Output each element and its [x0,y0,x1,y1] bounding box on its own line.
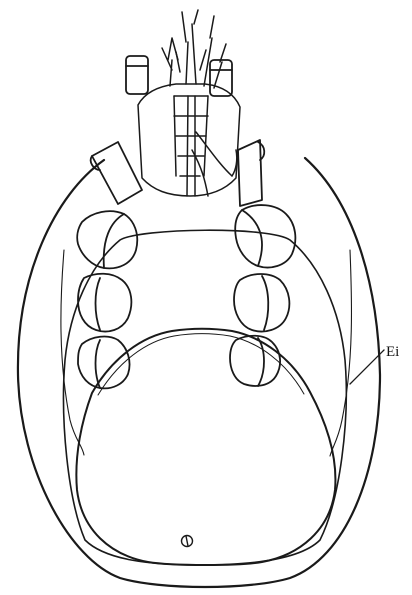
coxa-iii-left [78,274,131,332]
inner-ventral-outline [64,230,347,565]
pedipalp-left [126,56,148,94]
coxa-iii-right [234,274,289,332]
coxa-ii-right [235,205,295,267]
anal-plate [76,329,335,565]
ei-label: Ei [386,344,399,360]
coxa-iv-left [78,337,130,389]
coxa-i-left [91,142,142,204]
inner-ventral-outline-3 [330,250,352,456]
anal-opening [182,536,193,547]
coxa-i-right [238,140,264,206]
coxa-ii-left [77,211,137,268]
gnathosoma [138,10,240,196]
coxa-iv-right [230,336,280,386]
dorsal-shield-outline [18,158,380,587]
